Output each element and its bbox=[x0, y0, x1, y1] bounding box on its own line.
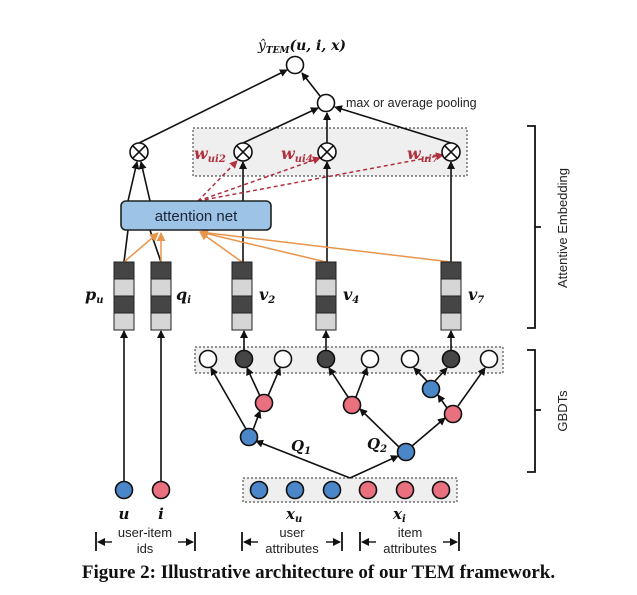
gbdt-brace bbox=[527, 349, 541, 473]
item-attr-label-1: item bbox=[398, 525, 423, 540]
active-leaf-node bbox=[234, 349, 254, 369]
edge-b3-to-leaf7 bbox=[434, 367, 448, 382]
embedding-vector bbox=[113, 261, 135, 331]
item-attr-label-2: attributes bbox=[383, 541, 437, 556]
label-i: i bbox=[158, 505, 164, 523]
label-xi: xi bbox=[392, 505, 406, 525]
attention-net-box bbox=[120, 200, 272, 231]
edge-b1-to-leaf1 bbox=[210, 367, 247, 430]
edge-b1-to-p1 bbox=[252, 410, 262, 431]
output-label: ŷTEM(u, i, x) bbox=[257, 37, 346, 56]
embedding-vector bbox=[440, 261, 462, 331]
tree-label-q1: Q1 bbox=[291, 437, 311, 457]
label-v4: v4 bbox=[343, 285, 359, 306]
user-attribute-node bbox=[249, 480, 269, 500]
tree-label-q2: Q2 bbox=[367, 435, 387, 455]
edge-b3-to-leaf6 bbox=[413, 367, 428, 382]
user-id-node bbox=[114, 480, 134, 500]
user-attribute-node bbox=[322, 480, 342, 500]
orange-pu-to-att bbox=[123, 232, 159, 263]
weight-label-ui4: wui4 bbox=[281, 144, 313, 165]
attentive-embedding-brace bbox=[527, 125, 541, 329]
edge-pu-up bbox=[123, 229, 129, 263]
weight-label-ui7: wui7 bbox=[407, 144, 439, 165]
edge-b2-to-p3 bbox=[411, 417, 446, 447]
product-node bbox=[129, 142, 149, 162]
embedding-vector bbox=[150, 261, 172, 331]
user-attr-label-1: user bbox=[279, 525, 305, 540]
edge-input-to-q1 bbox=[255, 439, 351, 479]
embedding-vector bbox=[231, 261, 253, 331]
item-attribute-node bbox=[358, 480, 378, 500]
product-node bbox=[317, 142, 337, 162]
weight-label-ui2: wui2 bbox=[194, 144, 226, 165]
edge-att-to-prod1b bbox=[138, 161, 151, 202]
edge-p2-to-leaf5 bbox=[355, 367, 369, 398]
user-feature-split-node bbox=[239, 427, 259, 447]
edge-pu-to-output bbox=[138, 69, 288, 144]
label-v2: v2 bbox=[259, 285, 275, 306]
item-feature-split-node bbox=[254, 393, 274, 413]
user-feature-split-node bbox=[421, 379, 441, 399]
label-u: u bbox=[119, 505, 130, 523]
edge-p1-to-leaf3 bbox=[267, 367, 281, 397]
leaf-node bbox=[400, 349, 420, 369]
pooling-node bbox=[316, 93, 336, 113]
edge-input-to-q2 bbox=[349, 455, 399, 479]
product-node bbox=[233, 142, 253, 162]
product-node bbox=[441, 142, 461, 162]
label-xu: xu bbox=[285, 505, 302, 525]
edge-p3-to-b3 bbox=[437, 394, 448, 409]
attentive-embedding-label: Attentive Embedding bbox=[555, 168, 570, 288]
label-qi: qi bbox=[176, 285, 191, 306]
figure-caption: Figure 2: Illustrative architecture of o… bbox=[81, 562, 556, 583]
leaf-node bbox=[273, 349, 293, 369]
user-feature-split-node bbox=[396, 442, 416, 462]
item-attribute-node bbox=[395, 480, 415, 500]
user-attribute-node bbox=[285, 480, 305, 500]
orange-v4-to-att bbox=[199, 229, 327, 263]
edge-p2-to-pool bbox=[242, 107, 319, 144]
active-leaf-node bbox=[316, 349, 336, 369]
edge-p7-to-pool bbox=[334, 105, 452, 144]
output-node bbox=[285, 55, 305, 75]
attention-net-label: attention net bbox=[155, 208, 238, 225]
orange-v7-to-att bbox=[199, 228, 452, 263]
user-attr-label-2: attributes bbox=[265, 541, 319, 556]
ids-group-label-2: ids bbox=[137, 541, 154, 556]
gbdt-label: GBDTs bbox=[555, 390, 570, 432]
input-feature-box bbox=[242, 477, 458, 503]
label-v7: v7 bbox=[468, 285, 484, 306]
leaf-node bbox=[198, 349, 218, 369]
edge-att-to-prod1a bbox=[127, 161, 140, 202]
leaf-node bbox=[360, 349, 380, 369]
label-pu: pu bbox=[85, 285, 103, 306]
edge-b2-to-p2 bbox=[359, 408, 401, 449]
ids-group-label-1: user-item bbox=[118, 525, 172, 540]
active-leaf-node bbox=[441, 349, 461, 369]
pooling-label: max or average pooling bbox=[346, 96, 477, 110]
edge-pool-to-output bbox=[301, 72, 321, 97]
item-feature-split-node bbox=[342, 395, 362, 415]
edge-p2-to-leaf4 bbox=[328, 367, 349, 398]
weight-arrow-2 bbox=[197, 160, 238, 202]
edge-p1-to-leaf2 bbox=[246, 367, 261, 397]
embedding-vector bbox=[315, 261, 337, 331]
weight-arrow-4 bbox=[197, 156, 321, 202]
edge-p3-to-leaf8 bbox=[457, 367, 486, 407]
item-id-node bbox=[151, 480, 171, 500]
item-attribute-node bbox=[431, 480, 451, 500]
item-feature-split-node bbox=[443, 404, 463, 424]
leaf-node bbox=[479, 349, 499, 369]
